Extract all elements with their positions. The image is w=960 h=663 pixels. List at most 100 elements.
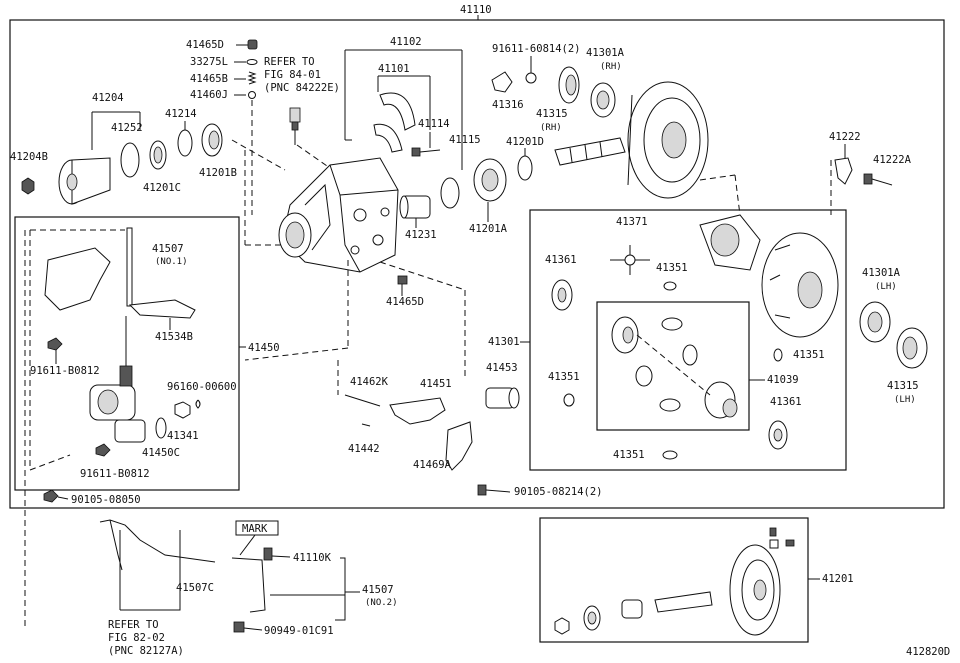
bolt-41114-icon — [411, 147, 441, 157]
label-41301A-rh[interactable]: 41301A — [586, 47, 625, 59]
bearing-41301A-rh — [590, 82, 616, 118]
label-41371[interactable]: 41371 — [616, 216, 648, 228]
label-41101[interactable]: 41101 — [378, 63, 410, 75]
label-41351-a[interactable]: 41351 — [656, 262, 688, 274]
refer-fig84-line1: REFER TO — [264, 56, 315, 68]
label-41252[interactable]: 41252 — [111, 122, 143, 134]
label-90949-01C91[interactable]: 90949-01C91 — [264, 625, 334, 637]
label-41442[interactable]: 41442 — [348, 443, 380, 455]
fork-shaft-41469A — [445, 421, 473, 471]
label-90105-08214[interactable]: 90105-08214(2) — [514, 486, 603, 498]
label-41204B[interactable]: 41204B — [10, 151, 48, 163]
label-41214[interactable]: 41214 — [165, 108, 197, 120]
label-41465D-top[interactable]: 41465D — [186, 39, 224, 51]
label-41351-b[interactable]: 41351 — [793, 349, 825, 361]
label-91611-60814[interactable]: 91611-60814(2) — [492, 43, 581, 55]
label-41201C[interactable]: 41201C — [143, 182, 181, 194]
spacer-41231 — [399, 195, 431, 219]
label-96160-00600[interactable]: 96160-00600 — [167, 381, 237, 393]
label-41507C[interactable]: 41507C — [176, 582, 214, 594]
label-41201A[interactable]: 41201A — [469, 223, 508, 235]
label-41102[interactable]: 41102 — [390, 36, 422, 48]
lock-switch-icon — [289, 107, 301, 145]
label-41450[interactable]: 41450 — [248, 342, 280, 354]
oil-seal-41201C — [149, 140, 167, 170]
bearing-41201A — [473, 158, 507, 202]
refer-fig82-line2: FIG 82-02 — [108, 632, 165, 644]
washer-near-41231 — [440, 177, 460, 209]
differential-carrier-housing — [278, 157, 399, 273]
label-41201[interactable]: 41201 — [822, 573, 854, 585]
label-rh-b: (RH) — [540, 123, 562, 133]
label-41110[interactable]: 41110 — [460, 4, 492, 16]
label-41462K[interactable]: 41462K — [350, 376, 389, 388]
label-90105-08050[interactable]: 90105-08050 — [71, 494, 141, 506]
kit-bolts-icon — [769, 527, 795, 549]
label-41460J[interactable]: 41460J — [190, 89, 228, 101]
bolt-90105-08214-icon — [477, 484, 511, 496]
label-41204[interactable]: 41204 — [92, 92, 124, 104]
label-41361-b[interactable]: 41361 — [770, 396, 802, 408]
label-41361-a[interactable]: 41361 — [545, 254, 577, 266]
label-41469A[interactable]: 41469A — [413, 459, 452, 471]
label-91611-B0812-b[interactable]: 91611-B0812 — [80, 468, 150, 480]
label-41114[interactable]: 41114 — [418, 118, 450, 130]
spring-41465B — [247, 71, 257, 85]
pilot-assembly-frame — [14, 216, 240, 491]
connector-41110K-icon — [263, 547, 273, 561]
label-41507-no1[interactable]: 41507 — [152, 243, 184, 255]
bolt-41465D-mid-icon — [397, 275, 408, 296]
label-41301A-lh[interactable]: 41301A — [862, 267, 901, 279]
label-41201D[interactable]: 41201D — [506, 136, 544, 148]
bearing-41201B — [201, 123, 223, 157]
label-41231[interactable]: 41231 — [405, 229, 437, 241]
label-41315-rh[interactable]: 41315 — [536, 108, 568, 120]
differential-gear-frame — [596, 301, 750, 431]
side-gear-left — [611, 316, 639, 354]
differential-case-frame — [529, 209, 847, 471]
side-gear-right — [704, 381, 738, 419]
bearing-cap-41101 — [373, 92, 416, 153]
label-41341[interactable]: 41341 — [167, 430, 199, 442]
label-41351-d[interactable]: 41351 — [613, 449, 645, 461]
label-41507-no2[interactable]: 41507 — [362, 584, 394, 596]
label-41351-c[interactable]: 41351 — [548, 371, 580, 383]
label-41201B[interactable]: 41201B — [199, 167, 237, 179]
label-41301[interactable]: 41301 — [488, 336, 520, 348]
label-41110K[interactable]: 41110K — [293, 552, 332, 564]
label-41222[interactable]: 41222 — [829, 131, 861, 143]
label-41115[interactable]: 41115 — [449, 134, 481, 146]
mark-label: MARK — [242, 523, 268, 535]
o-ring-41450C — [155, 417, 167, 439]
label-no1: (NO.1) — [155, 257, 188, 267]
shift-rod-41462K — [344, 394, 381, 407]
label-41534B[interactable]: 41534B — [155, 331, 193, 343]
bracket-41534B — [128, 299, 196, 319]
label-33275L[interactable]: 33275L — [190, 56, 228, 68]
gasket-33275L — [246, 59, 258, 65]
label-41450C[interactable]: 41450C — [142, 447, 180, 459]
label-41039[interactable]: 41039 — [767, 374, 799, 386]
washer-41201D — [517, 155, 533, 181]
washer-41214 — [177, 129, 193, 157]
diff-case-41301 — [761, 232, 839, 338]
pin-41507-no1 — [126, 227, 133, 307]
shift-fork-41451 — [389, 397, 446, 425]
label-91611-B0812-a[interactable]: 91611-B0812 — [30, 365, 100, 377]
label-41316[interactable]: 41316 — [492, 99, 524, 111]
label-41453[interactable]: 41453 — [486, 362, 518, 374]
label-41465B[interactable]: 41465B — [190, 73, 228, 85]
mark-box — [235, 520, 279, 536]
bolt-90105-08050-icon — [43, 489, 59, 503]
bolt-91611-B0812-b-icon — [95, 443, 111, 457]
ring-pinion-kit-frame — [539, 517, 809, 643]
label-41465D-mid[interactable]: 41465D — [386, 296, 424, 308]
label-41222A[interactable]: 41222A — [873, 154, 912, 166]
companion-flange-41204 — [58, 157, 111, 205]
label-41451[interactable]: 41451 — [420, 378, 452, 390]
main-assembly-frame — [9, 19, 945, 509]
spacer-kit — [621, 599, 643, 619]
label-41315-lh[interactable]: 41315 — [887, 380, 919, 392]
bearing-41301A-lh — [859, 301, 891, 343]
